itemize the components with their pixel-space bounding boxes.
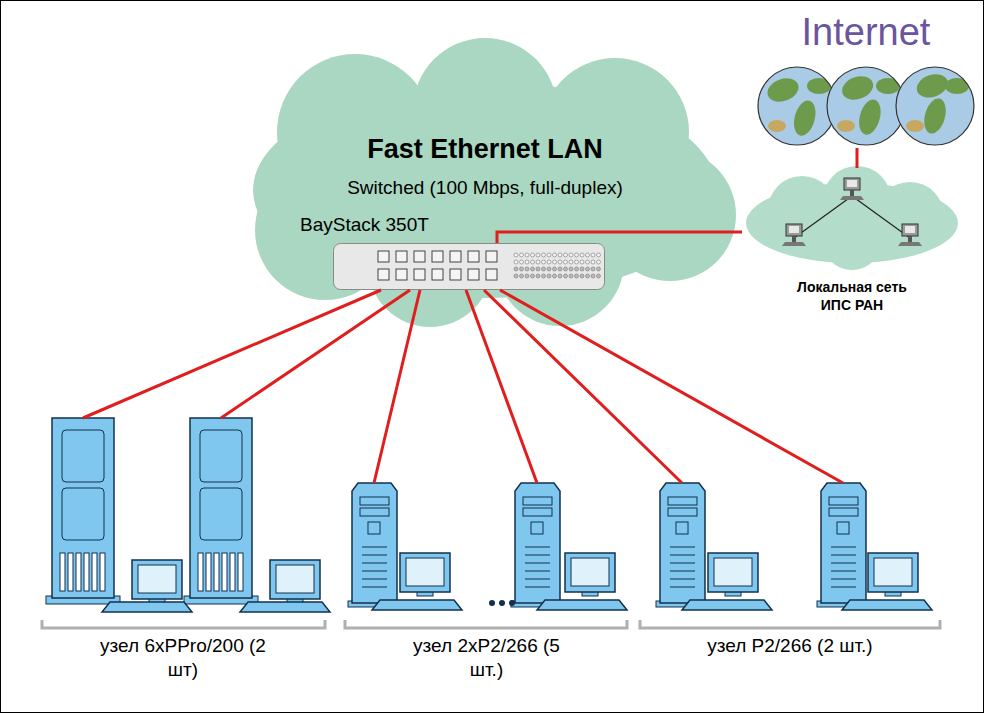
network-cable — [221, 290, 410, 418]
workstation-icon — [898, 224, 922, 246]
network-cable — [466, 290, 537, 483]
network-cable — [856, 148, 859, 168]
monitor — [565, 553, 615, 596]
desktop-tower — [511, 483, 564, 607]
keyboard — [102, 602, 192, 612]
node-group: узел P2/266 (2 шт.) — [640, 483, 940, 688]
keyboard — [372, 600, 462, 610]
desktop-tower — [656, 483, 709, 607]
switch-port — [396, 269, 407, 280]
group-bracket — [640, 620, 940, 628]
group-bracket — [42, 620, 325, 628]
switch-port — [414, 269, 425, 280]
node-subtitle: Switched (100 Mbps, full-duplex) — [240, 176, 730, 200]
desktop-tower — [817, 483, 870, 607]
workstation-icon — [840, 178, 864, 200]
node-heading: Локальная сеть ИПС РАН — [787, 278, 917, 314]
switch-port — [450, 251, 461, 262]
ellipsis-dot — [489, 600, 495, 606]
switch-box: BayStack 350T — [333, 243, 605, 290]
switch-port — [450, 269, 461, 280]
keyboard — [842, 600, 932, 610]
switch-port — [486, 269, 497, 280]
keyboard — [537, 600, 627, 610]
switch-shape — [333, 243, 605, 290]
ellipsis-dot — [499, 600, 505, 606]
server-tower — [46, 418, 120, 604]
node-group: узел 6xPPro/200 (2 шт) — [40, 418, 326, 688]
globe — [827, 67, 905, 145]
node-heading: узел P2/266 (2 шт.) — [700, 634, 880, 658]
switch-port — [414, 251, 425, 262]
desktop-tower — [348, 483, 401, 607]
globe — [896, 67, 974, 145]
switch-port — [432, 251, 443, 262]
monitor — [270, 560, 320, 603]
monitor — [400, 553, 450, 596]
switch-port — [378, 251, 389, 262]
node-heading: узел 6xPPro/200 (2 шт) — [93, 634, 273, 682]
globe — [758, 67, 836, 145]
switch-port — [378, 269, 389, 280]
switch-port — [468, 269, 479, 280]
switch-port — [396, 251, 407, 262]
keyboard — [682, 600, 772, 610]
server-tower — [184, 418, 258, 604]
switch-port — [486, 251, 497, 262]
switch-port — [468, 251, 479, 262]
monitor — [708, 553, 758, 596]
none-shape — [640, 483, 940, 688]
network-cable — [83, 290, 381, 418]
none-shape — [345, 483, 628, 688]
node-heading: BayStack 350T — [300, 213, 429, 237]
monitor — [132, 560, 182, 603]
keyboard — [240, 602, 330, 612]
node-group: узел 2xP2/266 (5 шт.) — [345, 483, 628, 688]
node-heading: узел 2xP2/266 (5 шт.) — [395, 634, 578, 682]
local-network-cloud: Локальная сеть ИПС РАН — [742, 168, 962, 328]
switch-port — [432, 269, 443, 280]
ellipsis-dot — [509, 600, 515, 606]
monitor — [868, 553, 918, 596]
group-bracket — [345, 620, 627, 628]
lan-cloud: Fast Ethernet LAN Switched (100 Mbps, ful… — [230, 40, 740, 330]
node-heading: Internet — [752, 8, 980, 57]
internet-globe: Internet — [752, 8, 980, 148]
workstation-icon — [782, 224, 806, 246]
node-heading: Fast Ethernet LAN — [240, 132, 730, 167]
